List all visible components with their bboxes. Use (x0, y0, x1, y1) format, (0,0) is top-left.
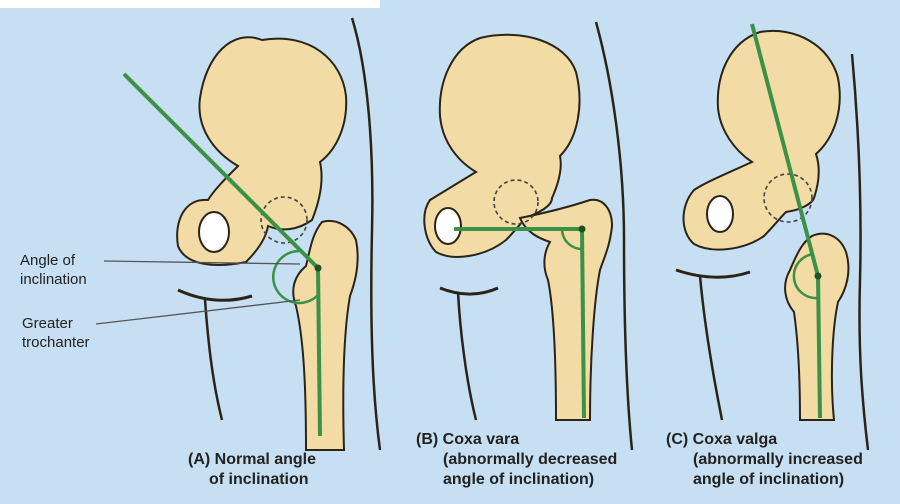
panel-b-obturator-foramen (434, 207, 462, 245)
panel-b-femur (518, 198, 614, 421)
panel-b-ischium (456, 291, 478, 421)
panel-a-angle-arc (272, 249, 319, 305)
greater-trochanter-pointer (95, 299, 301, 325)
panel-c-caption-line-3: angle of inclination) (693, 471, 845, 488)
panel-a-caption-line-1: (A) Normal angle (188, 451, 317, 468)
panel-a-illustration (95, 17, 382, 451)
panel-c-illustration (675, 23, 870, 451)
panel-a-vertex-point (314, 264, 322, 272)
greater-trochanter-label-line-2: trochanter (22, 334, 90, 351)
panel-b-caption-line-3: angle of inclination) (443, 471, 595, 488)
panel-b-body-contour (594, 21, 634, 451)
panel-b-illustration (423, 21, 634, 451)
greater-trochanter-label: Greater trochanter (22, 314, 90, 352)
panel-a-femur (292, 220, 359, 451)
panel-b-caption-line-2: (abnormally decreased (443, 451, 618, 468)
panel-b-pubic-bone (439, 286, 499, 296)
panel-c-caption: (C) Coxa valga (abnormally increased ang… (666, 430, 863, 490)
greater-trochanter-label-line-1: Greater (22, 315, 73, 332)
panel-a-body-contour (350, 17, 382, 451)
panel-b-caption: (B) Coxa vara (abnormally decreased angl… (416, 430, 617, 490)
panel-b-caption-line-1: (B) Coxa vara (416, 431, 520, 448)
panel-c-caption-line-1: (C) Coxa valga (666, 431, 778, 448)
panel-b-hip-bone (423, 33, 581, 258)
panel-c-pubic-bone (675, 268, 751, 279)
panel-a-pubic-bone (177, 288, 253, 302)
panel-b-femoral-head-outline (493, 179, 539, 225)
panel-c-neck-axis-line (750, 23, 820, 277)
panel-c-obturator-foramen (706, 195, 734, 233)
panel-a-obturator-foramen (198, 211, 230, 253)
panel-a-femoral-head-outline (260, 196, 308, 244)
panel-a-ischium (203, 299, 224, 421)
panel-c-ischium (698, 275, 724, 421)
top-white-strip (0, 0, 380, 8)
panel-c-hip-bone (682, 29, 841, 251)
panel-a-shaft-axis-line (316, 267, 322, 437)
panel-c-vertex-point (814, 272, 822, 280)
panel-c-angle-arc (792, 252, 819, 300)
panel-c-caption-line-2: (abnormally increased (693, 451, 863, 468)
panel-b-vertex-point (578, 225, 586, 233)
panel-a-neck-axis-line (122, 72, 320, 270)
panel-c-shaft-axis-line (816, 275, 822, 419)
panel-a-caption: (A) Normal angle of inclination (188, 450, 316, 490)
angle-of-inclination-pointer (103, 260, 301, 265)
angle-of-inclination-label-line-1: Angle of (20, 252, 76, 269)
panel-a-caption-line-2: of inclination (209, 471, 309, 488)
panel-b-shaft-axis-line (580, 228, 586, 419)
panel-b-angle-arc (560, 228, 583, 251)
panel-c-body-contour (850, 53, 870, 451)
angle-of-inclination-label-line-2: inclination (20, 271, 87, 288)
angle-of-inclination-label: Angle of inclination (20, 251, 87, 289)
panel-c-femoral-head-outline (763, 173, 813, 223)
